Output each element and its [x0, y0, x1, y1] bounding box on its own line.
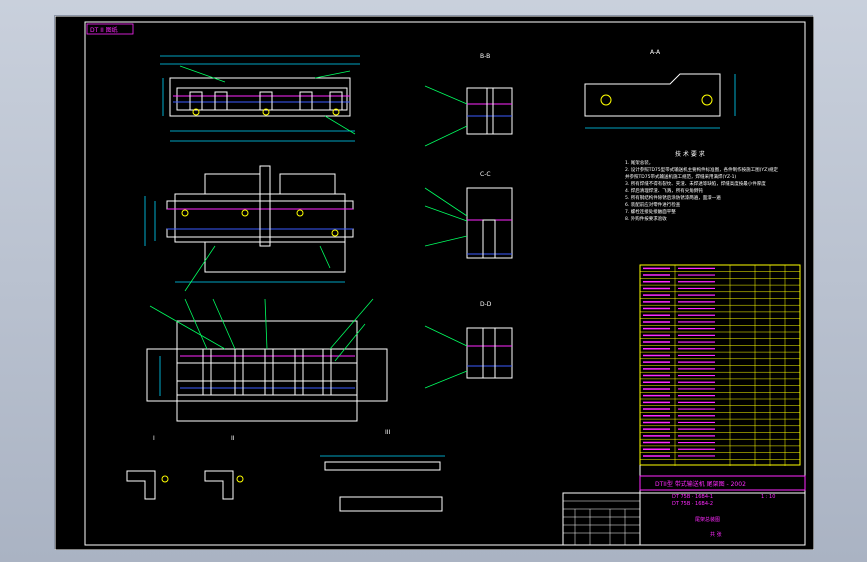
tech-item: 8. 外购件按要求验收	[625, 215, 667, 222]
detail-views: I II III	[126, 429, 445, 512]
title-block-grid	[563, 500, 640, 545]
tech-item: 3. 所有焊缝不得有裂纹、夹渣、未焊透等缺陷，焊缝高度按最小件厚度	[625, 180, 766, 187]
tech-item: 2. 设计参照TD75型带式输送机主要构件标准图，各件制作按施工图(YZ)规定	[625, 166, 779, 173]
tech-notes: 技 术 要 求 1. 尾架总装， 2. 设计参照TD75型带式输送机主要构件标准…	[625, 150, 779, 222]
scale-text: 1 : 10	[761, 494, 775, 500]
tech-item: 1. 尾架总装，	[625, 159, 653, 166]
corner-tag	[86, 23, 134, 35]
drawing-number-1: DT 75B · 16B4-1	[672, 494, 713, 500]
drawing-canvas[interactable]: DT II 图纸	[54, 15, 814, 550]
top-view	[160, 55, 360, 142]
part-view-a: A-A	[584, 49, 736, 129]
tech-item: 并参照TD75带式输送机施工规范，焊缝采用满焊(YZ-1)	[625, 173, 736, 180]
tech-title: 技 术 要 求	[675, 150, 705, 158]
section-dd-label: D-D	[480, 301, 492, 308]
project-title: DTII型 带式输送机 尾架图 - 2002	[655, 480, 746, 488]
section-view-bb: B-B	[424, 53, 513, 147]
title-block: DTII型 带式输送机 尾架图 - 2002 DT 75B · 16B4-1 D…	[562, 465, 806, 546]
front-view	[144, 165, 354, 292]
section-bb-label: B-B	[480, 53, 490, 60]
sheet-count: 共 张	[710, 531, 722, 538]
section-view-cc: C-C	[424, 171, 513, 259]
drawing-sheet: DT II 图纸	[55, 16, 814, 550]
corner-tag-text: DT II 图纸	[90, 26, 118, 34]
section-view-dd: D-D	[424, 301, 513, 389]
plate-view-label: III	[385, 429, 391, 436]
tech-item: 5. 所有钢结构件除锈后涂防锈漆两遍，面漆一遍	[625, 194, 721, 201]
tech-item: 6. 装配前应对零件进行检查	[625, 201, 681, 208]
view-a-label: A-A	[650, 49, 661, 56]
drawing-name: 尾架总装图	[695, 516, 720, 523]
detail-mid-label: II	[231, 435, 235, 442]
detail-left-label: I	[153, 435, 155, 442]
plan-view	[146, 298, 388, 422]
tech-item: 7. 螺栓连接处接触面平整	[625, 208, 676, 215]
section-cc-label: C-C	[480, 171, 491, 178]
drawing-number-2: DT 75B · 16B4-2	[672, 501, 713, 507]
drawing-frame	[84, 21, 806, 546]
tech-item: 4. 焊后清理焊渣、飞溅，所有尖角倒钝	[625, 187, 703, 194]
parts-list	[639, 264, 801, 466]
sheet-border	[55, 16, 814, 550]
